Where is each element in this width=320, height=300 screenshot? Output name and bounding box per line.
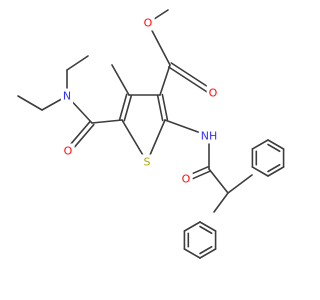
atom-label-nh-amide: NH — [201, 130, 218, 143]
phenyl-ring-lower — [199, 245, 213, 255]
bond-layer — [17, 9, 285, 259]
phenyl-ring-lower — [199, 225, 213, 235]
phenyl-ring-upper — [267, 139, 285, 150]
atom-label-halo — [206, 85, 220, 101]
ester-bond — [159, 64, 171, 96]
phenyl-ring-upper — [267, 143, 281, 153]
phenyl-bond — [213, 192, 229, 213]
atom-label-halo — [61, 143, 75, 159]
phenyl-ring-lower — [199, 248, 217, 259]
ethyl-bond — [17, 95, 43, 111]
atom-label-halo — [141, 15, 155, 31]
ethyl-bond — [66, 55, 89, 71]
atom-label-o-ester-carbonyl: O — [209, 87, 218, 100]
phenyl-ring-upper — [251, 166, 269, 177]
phenyl-ring-lower — [199, 221, 217, 232]
atom-label-n-diethylamide: N — [63, 90, 71, 103]
atom-label-layer: N O S O O NH O — [60, 15, 220, 187]
atom-label-halo — [179, 171, 193, 187]
atom-label-halo — [141, 154, 153, 170]
atom-label-halo — [198, 128, 220, 144]
ring-bond — [161, 93, 169, 121]
acyl-CH-bond — [208, 168, 229, 194]
atom-label-o-amide-carbonyl: O — [64, 145, 73, 158]
amide-ring-bond — [91, 119, 123, 124]
atom-label-o-diphenylacetyl-carbonyl: O — [182, 173, 191, 186]
atom-label-o-ester-ether: O — [144, 17, 153, 30]
phenyl-ring-lower — [183, 221, 201, 232]
ring-bond — [118, 93, 128, 121]
ring-bond — [156, 94, 164, 122]
ring-bond — [123, 94, 133, 122]
atom-label-halo — [60, 88, 74, 104]
atom-label-s-thiophene: S — [144, 156, 151, 169]
ester-C=O-bond — [167, 66, 213, 96]
methyl-bond — [111, 64, 130, 96]
phenyl-ring-lower — [183, 248, 201, 259]
phenyl-ring-upper — [267, 166, 285, 177]
molecule-structure-diagram: N O S O O NH O — [17, 9, 285, 259]
phenyl-ring-upper — [267, 163, 281, 173]
phenyl-bond — [227, 174, 253, 194]
phenyl-ring-upper — [251, 139, 269, 150]
